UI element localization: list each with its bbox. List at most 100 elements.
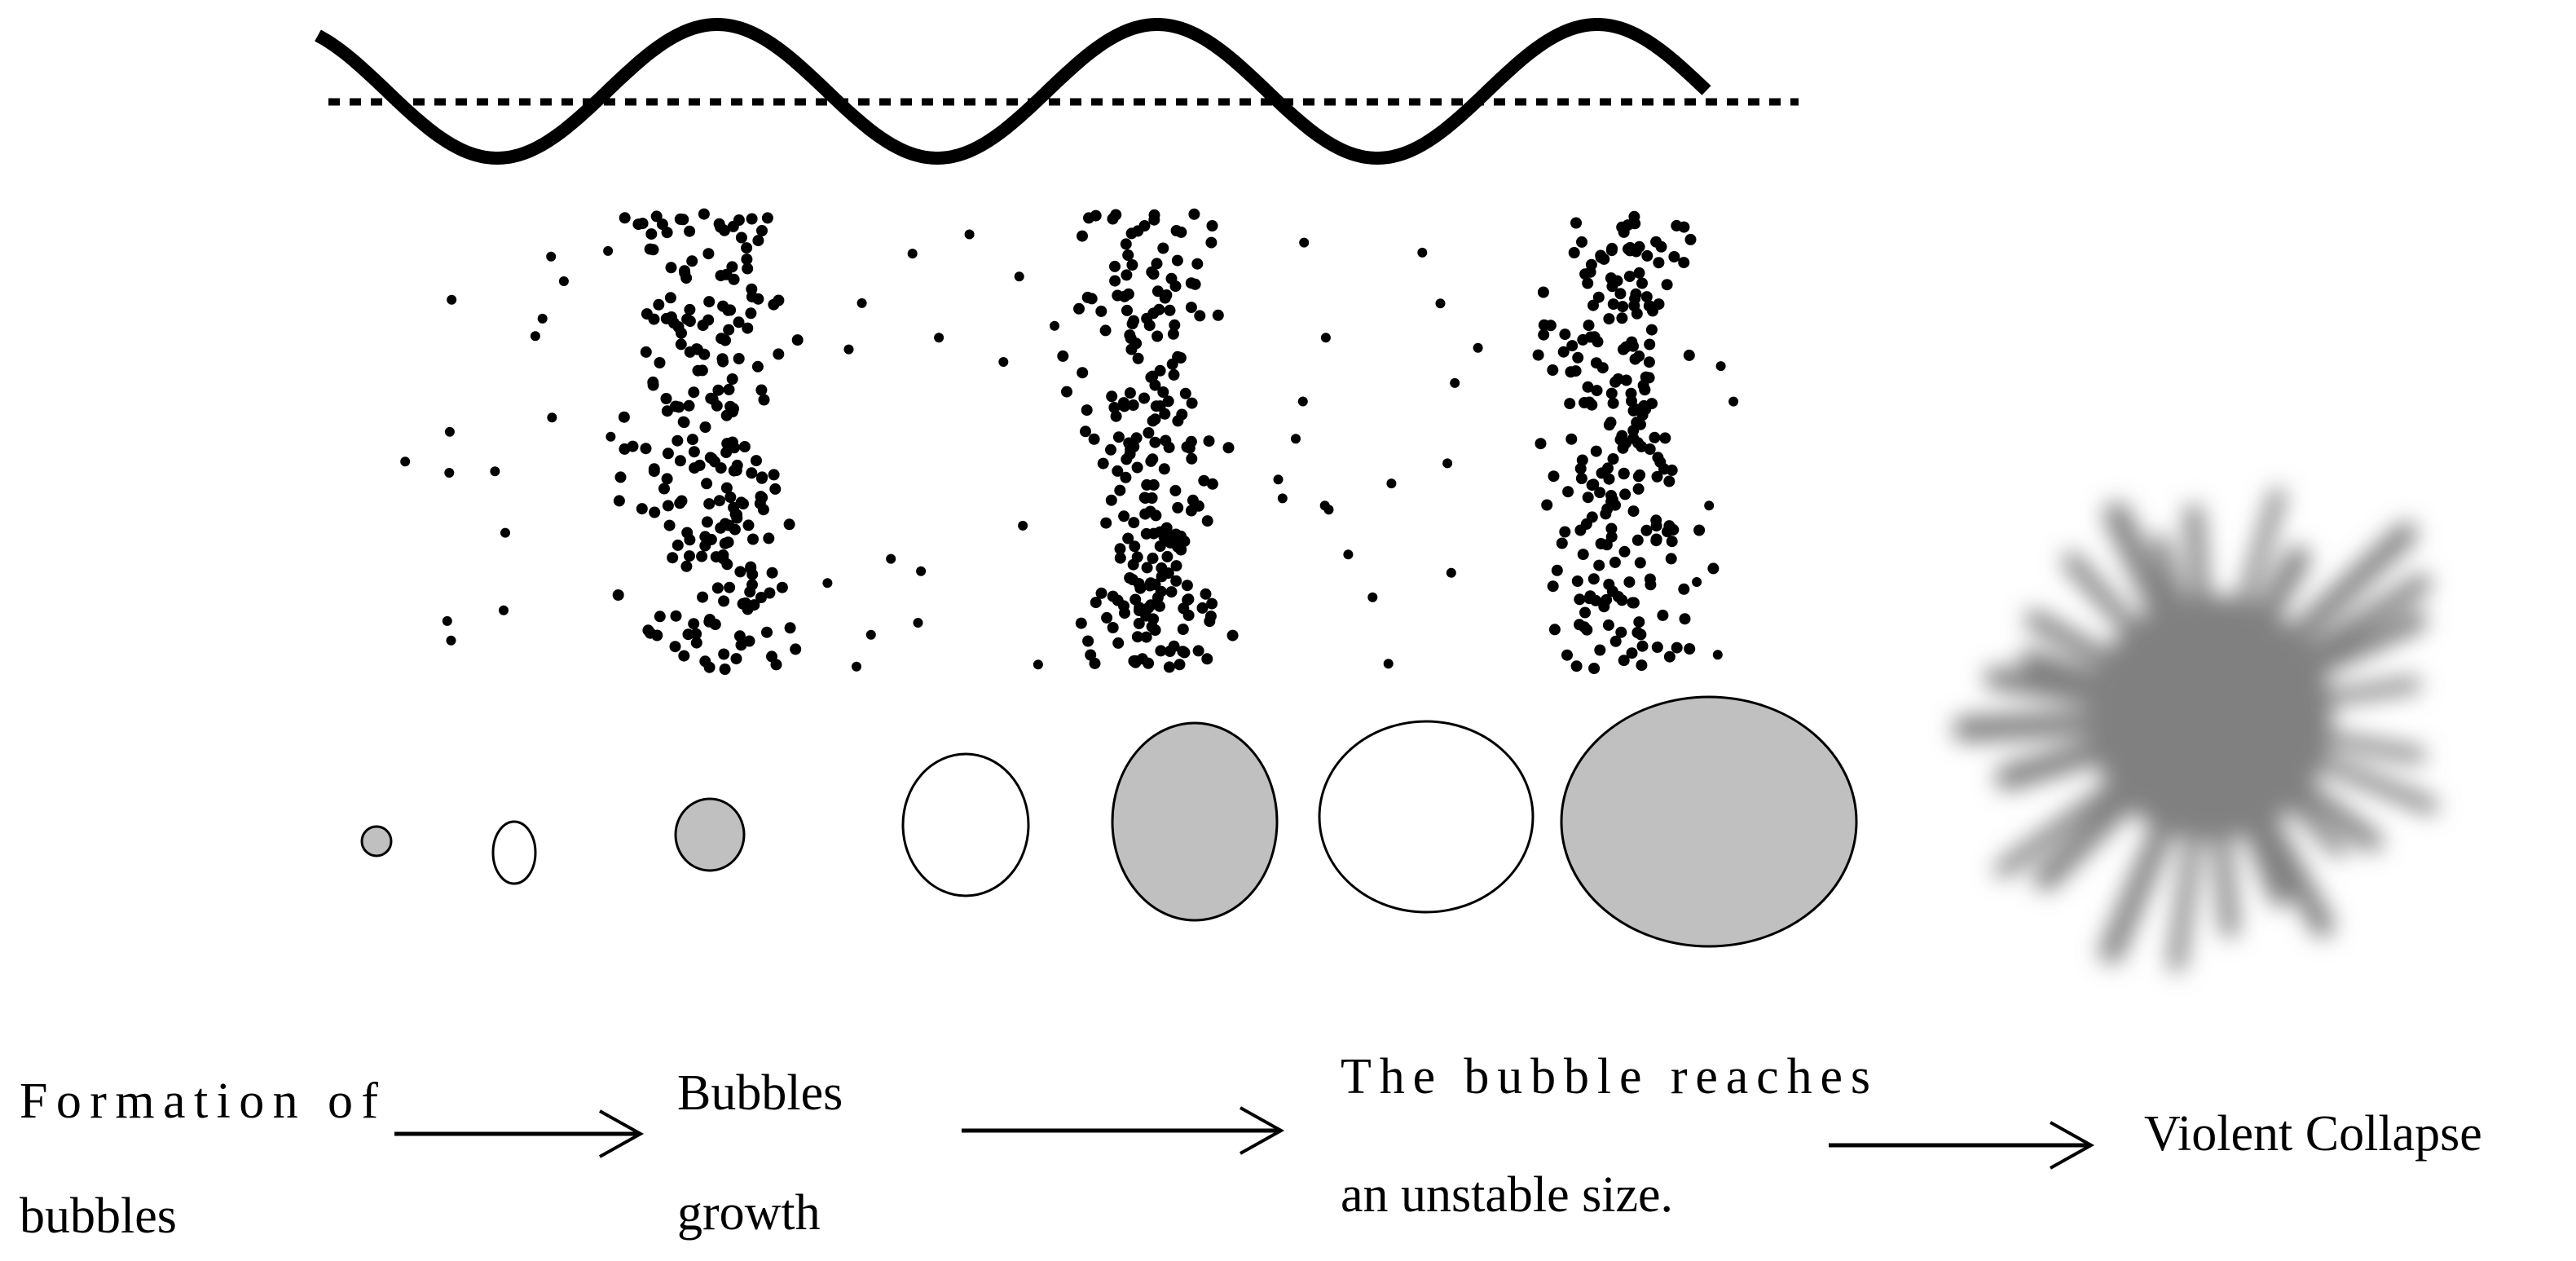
particle [1147,478,1160,491]
particle [1118,510,1130,522]
particle [640,443,652,455]
particle [742,519,755,531]
particle [721,438,733,450]
particle [1082,635,1094,647]
particle [1626,395,1637,407]
particle [1165,586,1178,598]
particle [1618,468,1630,480]
particle [1557,346,1570,358]
particle [1196,602,1209,614]
particle [1692,577,1702,587]
particle [1114,484,1126,496]
particle [1556,537,1568,549]
particle [713,495,725,507]
particle [444,426,455,437]
particle [1112,465,1124,477]
particle [1124,572,1136,584]
bubble [901,752,1030,897]
particle [717,549,729,561]
particle [1181,580,1193,592]
particle [1168,368,1180,381]
particle [717,300,729,312]
particle [1653,257,1665,269]
particle [663,519,676,531]
particle [697,591,709,603]
particle [701,478,713,490]
particle [1627,425,1640,437]
particle [1640,291,1653,303]
particle [400,456,411,467]
particle [746,213,758,225]
particle [1565,433,1578,445]
particle [1205,236,1218,249]
particle [1576,454,1588,466]
particle [1615,626,1627,638]
particle [664,292,676,304]
particle [1138,392,1150,404]
particle [1178,646,1191,659]
particle [1616,312,1628,324]
particle [1637,379,1649,391]
particle [1579,606,1591,619]
particle [1131,461,1143,474]
particle [1617,301,1629,313]
particle [747,533,759,545]
particle [711,399,723,412]
particle [1633,240,1645,253]
particle [731,459,743,471]
sound-wave [315,18,1711,165]
particle [913,618,923,628]
particle [1112,431,1125,443]
particle [1320,333,1331,343]
particle [757,504,769,516]
particle [1650,533,1662,545]
particle [1151,330,1164,342]
particle [1297,396,1308,407]
particle [618,411,630,423]
particle [1598,253,1610,265]
particle [632,218,645,231]
particle [784,622,796,634]
particle [1134,605,1145,616]
particle [662,500,674,512]
particle [684,303,696,315]
particle [678,650,690,662]
particle [1112,594,1124,606]
particle [1130,432,1143,444]
particle [1683,349,1695,361]
particle [684,225,696,237]
particle [1144,580,1156,592]
particle [669,641,681,653]
particle [688,618,700,630]
particle [1628,210,1640,223]
particle [1582,492,1594,504]
particle [698,208,710,220]
particle [1712,650,1723,660]
particle [776,581,788,593]
particle [755,491,767,503]
particle [1122,249,1134,261]
particle [1121,453,1133,465]
particle [1596,467,1608,479]
particle [1147,527,1160,540]
particle [1126,259,1138,271]
particle [1090,597,1102,609]
particle [674,213,686,225]
particle [1633,616,1645,628]
particle [746,467,758,479]
particle [1077,230,1088,242]
particle [1140,631,1152,643]
particle [1151,285,1164,298]
particle [1609,499,1621,511]
particle [702,248,715,260]
particle [1127,399,1139,411]
particle [748,599,760,611]
particle [1157,386,1169,398]
particle [720,447,733,459]
particle [1164,304,1176,316]
particle [1580,518,1592,530]
particle [1122,288,1134,300]
particle [1626,647,1638,659]
particle [1588,663,1601,674]
